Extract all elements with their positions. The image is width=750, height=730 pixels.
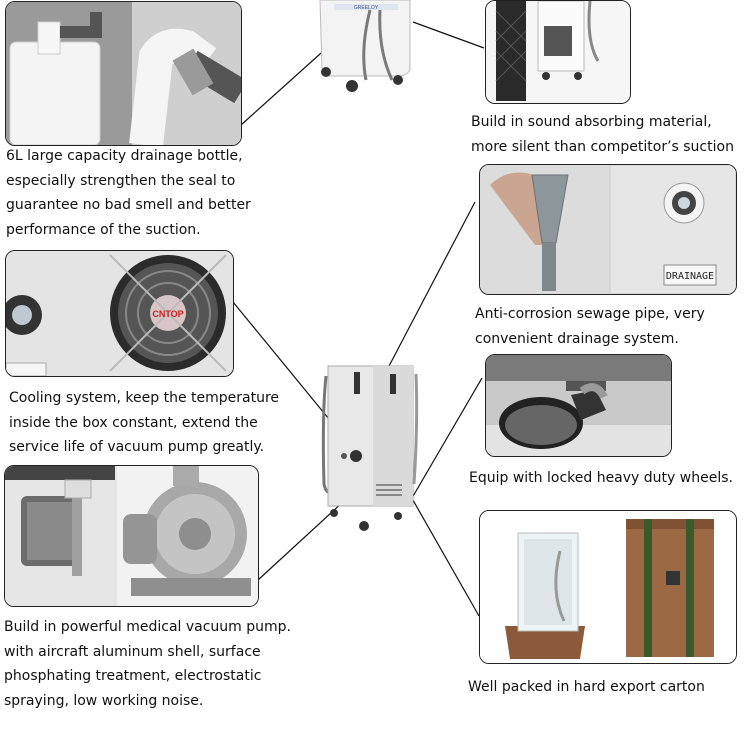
caption-line: Well packed in hard export carton (468, 679, 705, 695)
top-unit-image: GREELOY (319, 0, 411, 92)
caption-line: guarantee no bad smell and better (6, 197, 251, 213)
caption-line: with aircraft aluminum shell, surface (4, 643, 261, 660)
caption-line: spraying, low working noise. (4, 692, 204, 709)
caption-line: more silent than competitor’s suction (471, 138, 734, 155)
sound-absorbing-caption: Build in sound absorbing material, more … (471, 110, 734, 159)
wheels-image (485, 354, 672, 457)
caption-line: Cooling system, keep the temperature (9, 390, 280, 406)
vacuum-pump-caption: Build in powerful medical vacuum pump. w… (4, 615, 291, 713)
drainage-bottle-caption: 6L large capacity drainage bottle, espec… (6, 144, 251, 242)
packing-caption: Well packed in hard export carton (468, 675, 705, 700)
caption-line: Anti-corrosion sewage pipe, very (475, 306, 705, 322)
caption-line: Build in powerful medical vacuum pump. (4, 619, 291, 635)
caption-line: Build in sound absorbing material, (471, 114, 712, 130)
caption-line: service life of vacuum pump greatly. (9, 439, 265, 455)
caption-line: especially strengthen the seal to (6, 172, 236, 189)
suction-unit-image (321, 365, 419, 531)
caption-line: convenient drainage system. (475, 330, 679, 347)
cooling-system-caption: Cooling system, keep the temperature ins… (9, 386, 279, 460)
caption-line: inside the box constant, extend the (9, 414, 258, 431)
caption-line: 6L large capacity drainage bottle, (6, 148, 243, 164)
wheels-caption: Equip with locked heavy duty wheels. (469, 466, 733, 491)
caption-line: phosphating treatment, electrostatic (4, 668, 262, 684)
sewage-pipe-image: DRAINAGE (479, 164, 737, 295)
sewage-pipe-caption: Anti-corrosion sewage pipe, very conveni… (475, 302, 705, 351)
vacuum-pump-image (4, 465, 259, 607)
packing-image (479, 510, 737, 664)
caption-line: Equip with locked heavy duty wheels. (469, 470, 733, 486)
fan-brand: CNTOP (152, 309, 183, 319)
sound-absorbing-image (485, 0, 631, 104)
unit-brand: GREELOY (354, 5, 379, 11)
cooling-fan-image: CNTOP (5, 250, 234, 377)
drainage-label: DRAINAGE (666, 271, 714, 282)
caption-line: performance of the suction. (6, 221, 201, 238)
drainage-bottle-image (5, 1, 242, 146)
